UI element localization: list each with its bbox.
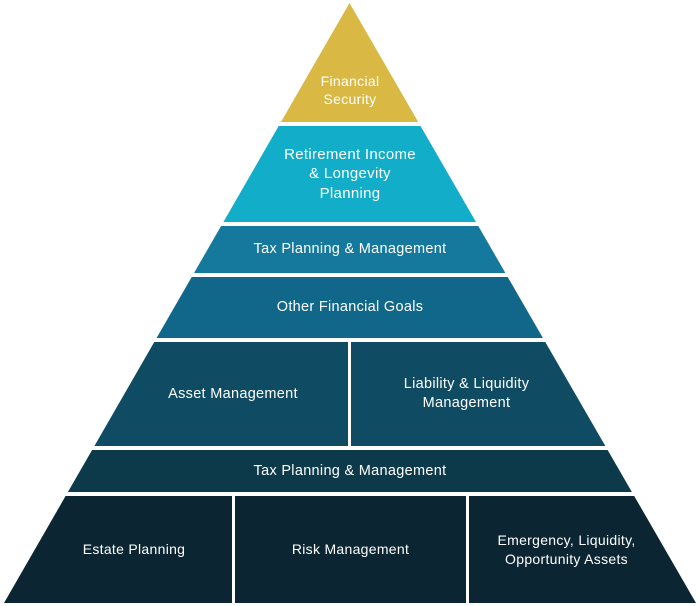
cell-asset-management: Asset Management	[4, 342, 348, 446]
cell-label: Estate Planning	[82, 541, 186, 558]
cell-label: Emergency, Liquidity, Opportunity Assets	[497, 532, 636, 567]
level-label: Other Financial Goals	[276, 299, 424, 316]
cell-label: Asset Management	[168, 385, 298, 402]
pyramid-level-asset-liability: Asset Management Liability & Liquidity M…	[4, 342, 696, 446]
pyramid-level-other-financial-goals: Other Financial Goals	[4, 277, 696, 338]
cell-label: Risk Management	[291, 541, 410, 558]
cell-emergency-liquidity-opportunity: Emergency, Liquidity, Opportunity Assets	[469, 496, 696, 603]
cell-label: Liability & Liquidity Management	[403, 376, 530, 411]
pyramid-level-tax-planning-lower: Tax Planning & Management	[4, 450, 696, 492]
level-label: Financial Security	[320, 72, 380, 107]
level-label: Tax Planning & Management	[253, 241, 447, 258]
pyramid-level-financial-security: Financial Security	[4, 3, 696, 122]
pyramid-level-retirement-income: Retirement Income & Longevity Planning	[4, 126, 696, 222]
cell-estate-planning: Estate Planning	[4, 496, 232, 603]
cell-liability-liquidity-management: Liability & Liquidity Management	[351, 342, 696, 446]
pyramid-level-foundation: Estate Planning Risk Management Emergenc…	[4, 496, 696, 603]
pyramid-level-tax-planning-upper: Tax Planning & Management	[4, 226, 696, 273]
cell-risk-management: Risk Management	[235, 496, 466, 603]
level-label: Tax Planning & Management	[253, 462, 447, 479]
level-label: Retirement Income & Longevity Planning	[284, 145, 416, 202]
